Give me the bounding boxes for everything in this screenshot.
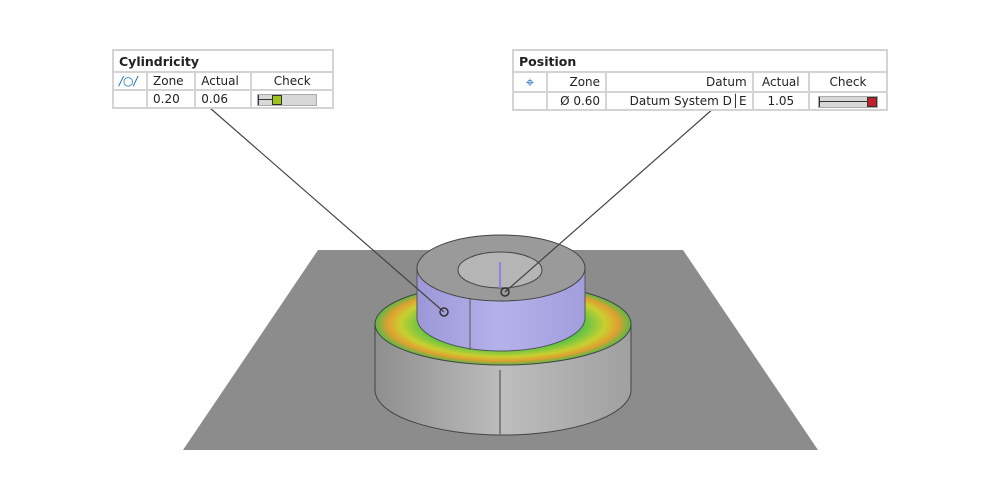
header-zone: Zone xyxy=(145,73,197,91)
callout-title: Cylindricity xyxy=(114,51,332,73)
header-check: Check xyxy=(808,73,886,93)
header-zone: Zone xyxy=(545,73,608,93)
cylindricity-callout[interactable]: Cylindricity /○/ Zone Actual Check 0.20 … xyxy=(112,49,334,109)
callout-title: Position xyxy=(514,51,886,73)
check-bar xyxy=(250,89,332,107)
zone-value: Ø 0.60 xyxy=(545,91,608,109)
position-crosshair-icon: ⌖ xyxy=(514,73,548,93)
position-leader-line xyxy=(504,107,715,293)
header-datum: Datum xyxy=(605,73,754,93)
header-actual: Actual xyxy=(751,73,811,93)
header-check: Check xyxy=(250,73,332,91)
check-bar xyxy=(808,91,886,109)
datum-value: Datum System D│E xyxy=(605,91,754,109)
actual-value: 0.06 xyxy=(194,89,253,107)
position-callout[interactable]: Position ⌖ Zone Datum Actual Check Ø 0.6… xyxy=(512,49,888,111)
zone-value: 0.20 xyxy=(145,89,197,107)
header-actual: Actual xyxy=(194,73,253,91)
cylindricity-leader-line xyxy=(209,107,445,313)
cylindricity-icon: /○/ xyxy=(114,73,148,91)
actual-value: 1.05 xyxy=(751,91,811,109)
